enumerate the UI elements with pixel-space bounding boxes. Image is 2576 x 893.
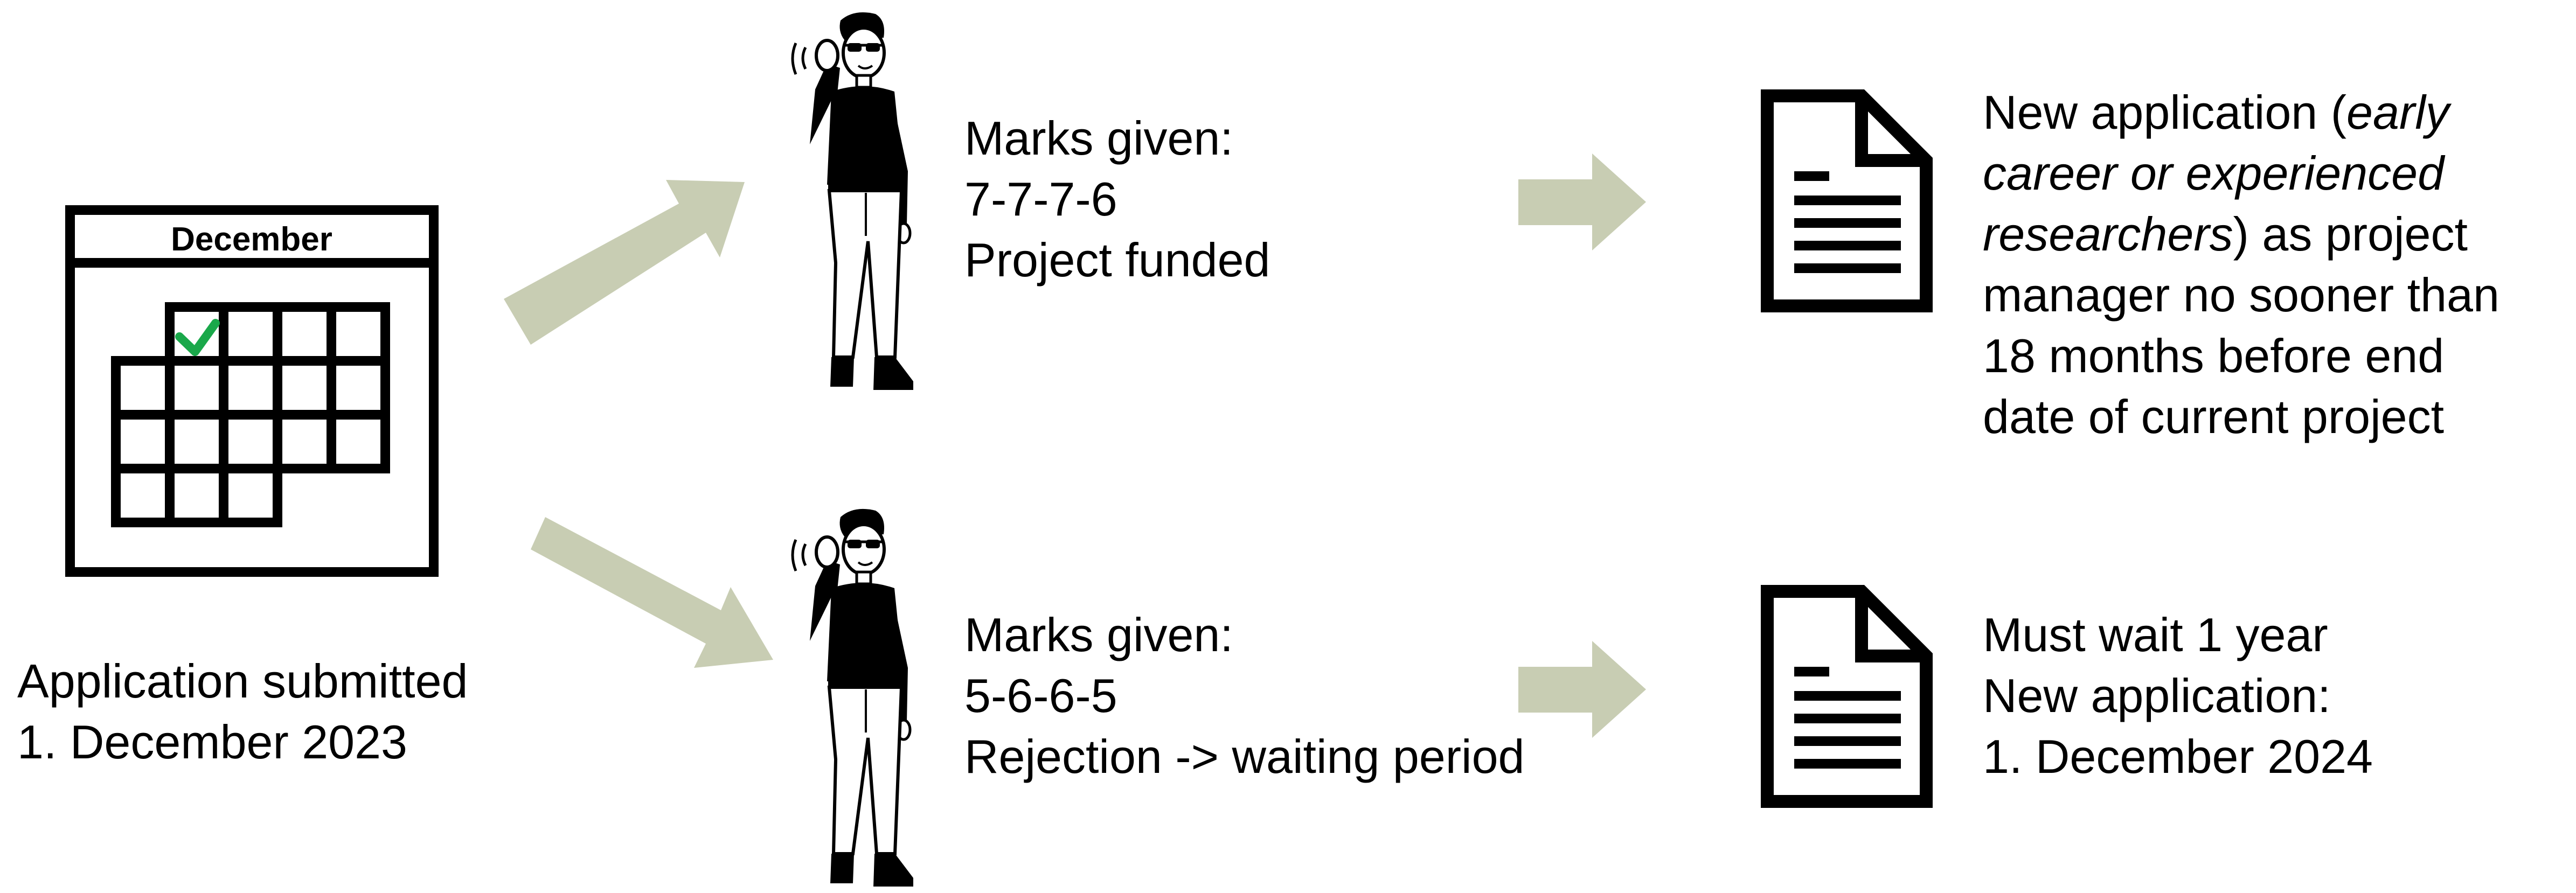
funded-outcome-info: New application (early career or experie… xyxy=(1983,82,2499,447)
checkmark-icon xyxy=(175,319,220,356)
submission-info: Application submitted 1. December 2023 xyxy=(17,651,468,772)
rejected-outcome-info: Must wait 1 year New application: 1. Dec… xyxy=(1983,604,2373,787)
funded-marks-info: Marks given: 7-7-7-6 Project funded xyxy=(964,108,1270,290)
outcome-line-1: Must wait 1 year xyxy=(1983,608,2328,661)
arrow-to-funded-icon xyxy=(504,180,745,345)
document-icon xyxy=(1761,89,1933,312)
outcome-line-4: manager no sooner than xyxy=(1983,268,2499,322)
arrow-right-icon xyxy=(1518,154,1646,250)
marks-values: 7-7-7-6 xyxy=(964,172,1117,226)
rejected-marks-info: Marks given: 5-6-6-5 Rejection -> waitin… xyxy=(964,604,1524,787)
marks-values: 5-6-6-5 xyxy=(964,669,1117,722)
calendar-month-label: December xyxy=(171,221,332,258)
calendar-grid xyxy=(111,302,390,527)
outcome-line-5: 18 months before end xyxy=(1983,329,2445,382)
person-waving-icon xyxy=(791,508,913,887)
outcome-line-2: career or experienced xyxy=(1983,146,2445,200)
document-icon xyxy=(1761,585,1933,808)
person-waving-icon xyxy=(791,12,913,390)
outcome-line-6: date of current project xyxy=(1983,390,2445,443)
outcome-line-3: 1. December 2024 xyxy=(1983,730,2373,783)
submission-date: 1. December 2023 xyxy=(17,715,407,769)
arrow-to-rejected-icon xyxy=(531,517,773,668)
result-text: Project funded xyxy=(964,233,1270,287)
outcome-line-3: researchers) as project xyxy=(1983,207,2468,261)
outcome-line-2: New application: xyxy=(1983,669,2331,722)
marks-label: Marks given: xyxy=(964,111,1233,165)
submission-line: Application submitted xyxy=(17,654,468,708)
arrow-right-icon xyxy=(1518,641,1646,738)
calendar-icon: December xyxy=(65,205,439,577)
marks-label: Marks given: xyxy=(964,608,1233,661)
outcome-line-1: New application (early xyxy=(1983,86,2449,139)
result-text: Rejection -> waiting period xyxy=(964,730,1525,783)
